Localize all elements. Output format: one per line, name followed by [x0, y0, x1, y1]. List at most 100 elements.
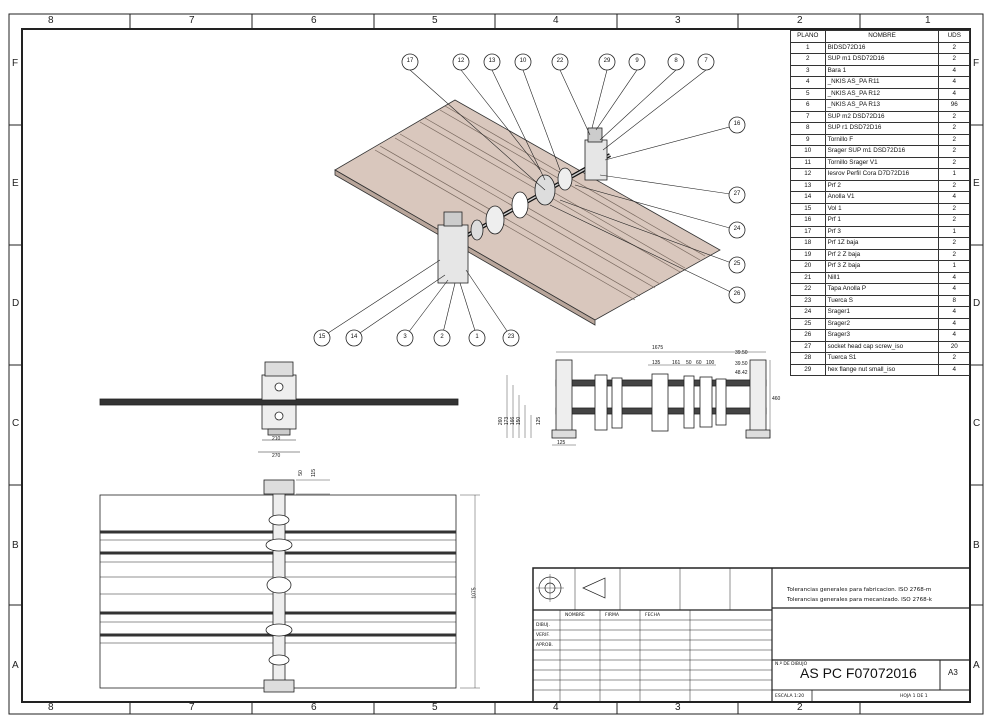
bom-item-name: Bara 1	[824, 64, 940, 77]
bom-item-number: 13	[790, 179, 826, 192]
bom-item-number: 5	[790, 87, 826, 100]
balloon-number: 3	[403, 334, 407, 340]
bom-item-name: _NKIS AS_PA R13	[824, 99, 940, 112]
dimension-text: 150	[516, 416, 523, 426]
grid-row-label: E	[973, 178, 980, 189]
projection-symbol-cone	[582, 577, 606, 599]
balloon-number: 27	[733, 191, 741, 197]
dimension-text: 100	[706, 360, 715, 366]
bom-item-qty: 2	[938, 214, 970, 227]
grid-row-label: C	[973, 418, 981, 429]
bom-item-name: Anolla V1	[824, 191, 940, 204]
grid-col-label: 2	[797, 702, 803, 713]
bom-item-number: 15	[790, 202, 826, 215]
balloon-number: 17	[406, 58, 414, 64]
title-row-label: APROB.	[536, 643, 553, 648]
isometric-view	[334, 99, 721, 326]
bom-item-name: Srager SUP m1 DSD72D16	[824, 145, 940, 158]
grid-row-label: B	[973, 540, 980, 551]
bom-item-number: 4	[790, 76, 826, 89]
bom-item-name: Prf 3	[824, 225, 940, 238]
dimension-text: 125	[557, 440, 566, 446]
grid-col-label: 5	[432, 15, 438, 26]
title-row-label: VERIF.	[536, 633, 550, 638]
balloon-number: 10	[519, 58, 527, 64]
grid-row-label: C	[12, 418, 20, 429]
dimension-text: 270	[272, 453, 281, 459]
title-col-header: FIRMA	[605, 613, 620, 618]
bom-item-number: 19	[790, 248, 826, 261]
bom-item-number: 21	[790, 271, 826, 284]
bom-item-qty: 2	[938, 202, 970, 215]
bom-item-qty: 96	[938, 99, 970, 112]
bom-item-number: 29	[790, 363, 826, 376]
bom-item-number: 23	[790, 294, 826, 307]
grid-row-label: D	[973, 298, 981, 309]
balloon-number: 26	[733, 291, 741, 297]
bom-item-qty: 2	[938, 41, 970, 54]
dimension-text: 60	[696, 360, 702, 366]
bom-item-qty: 2	[938, 133, 970, 146]
balloon-number: 23	[507, 334, 515, 340]
bom-item-qty: 4	[938, 283, 970, 296]
bom-item-name: socket head cap screw_iso	[824, 340, 940, 353]
bom-item-number: 27	[790, 340, 826, 353]
dimension-text: 50	[297, 470, 304, 476]
outer-frame	[8, 13, 984, 715]
grid-col-label: 2	[797, 15, 803, 26]
title-col-header: FECHA	[645, 613, 661, 618]
bom-item-qty: 4	[938, 271, 970, 284]
bom-item-qty: 4	[938, 329, 970, 342]
grid-col-label: 8	[48, 15, 54, 26]
bom-item-qty: 2	[938, 122, 970, 135]
bom-item-number: 14	[790, 191, 826, 204]
balloon-number: 14	[350, 334, 358, 340]
bom-header-cell: NOMBRE	[824, 30, 940, 43]
bom-item-name: hex flange nut small_iso	[824, 363, 940, 376]
grid-col-label: 8	[48, 702, 54, 713]
bom-item-qty: 1	[938, 168, 970, 181]
bom-item-qty: 2	[938, 237, 970, 250]
grid-col-label: 7	[189, 702, 195, 713]
front-view	[506, 351, 771, 446]
zone-ticks	[9, 14, 983, 714]
bom-item-number: 9	[790, 133, 826, 146]
drawing-number-label: N.º DE DIBUJO	[775, 662, 808, 667]
bom-item-qty: 4	[938, 87, 970, 100]
bom-item-qty: 4	[938, 191, 970, 204]
bom-item-name: Tuerca S	[824, 294, 940, 307]
bom-header-cell: UDS	[938, 30, 970, 43]
bom-header-cell: PLANO	[790, 30, 826, 43]
grid-col-label: 4	[553, 15, 559, 26]
bom-item-qty: 2	[938, 110, 970, 123]
bom-item-name: SUP m2 DSD72D16	[824, 110, 940, 123]
bom-item-number: 18	[790, 237, 826, 250]
bom-item-name: Tornillo Srager V1	[824, 156, 940, 169]
grid-col-label: 6	[311, 15, 317, 26]
grid-row-label: D	[12, 298, 20, 309]
dimension-text: 50	[686, 360, 692, 366]
dimension-text: 39.50	[735, 350, 748, 356]
bom-item-name: BIDSD72D16	[824, 41, 940, 54]
bom-item-name: Nill1	[824, 271, 940, 284]
grid-row-label: F	[973, 58, 980, 69]
dimension-text: 161	[672, 360, 681, 366]
balloon-number: 7	[704, 58, 708, 64]
balloon-number: 13	[488, 58, 496, 64]
balloon-number: 15	[318, 334, 326, 340]
bom-item-name: Prf 1	[824, 214, 940, 227]
grid-row-label: B	[12, 540, 19, 551]
side-view	[99, 361, 459, 453]
bom-item-name: Prf 1Z baja	[824, 237, 940, 250]
